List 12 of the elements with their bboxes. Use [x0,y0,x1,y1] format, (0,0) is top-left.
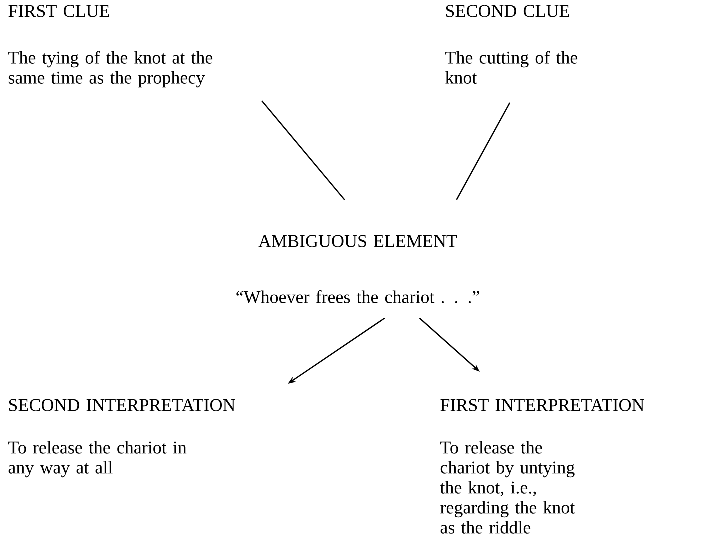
quotation: “Whoever frees the chariot . . .” [236,290,480,304]
heading: SECOND CLUE [446,5,570,18]
body-text: To release the chariot by untying the knot, i.e., regarding the knot as the riddle [440,441,576,534]
heading: AMBIGUOUS ELEMENT [258,235,458,248]
connector-line [456,102,511,200]
heading: FIRST INTERPRETATION [440,399,644,412]
body-text: The tying of the knot at the same time as the prophecy [8,51,213,88]
body-text: The cutting of the knot [446,51,578,84]
heading: FIRST CLUE [8,5,110,18]
connector-line [262,100,346,200]
heading: SECOND INTERPRETATION [9,399,236,412]
body-text: To release the chariot in any way at all [8,441,187,478]
